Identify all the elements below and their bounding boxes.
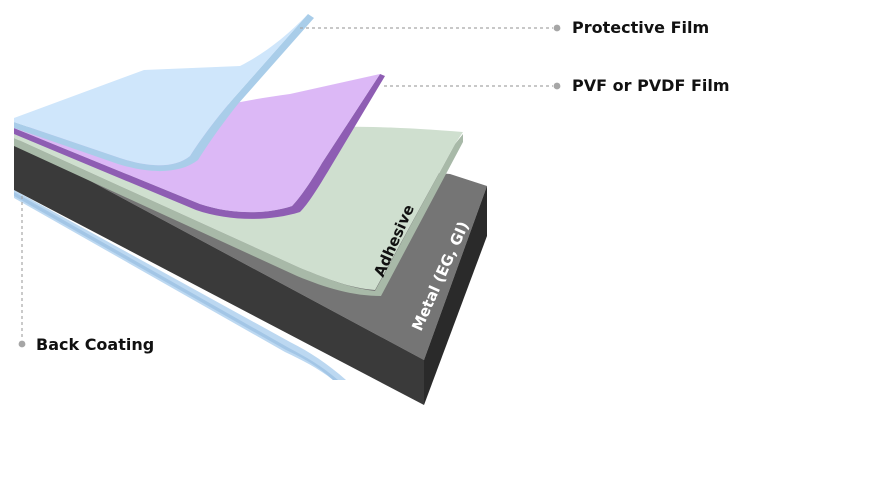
- back-coating-label: Back Coating: [36, 335, 154, 354]
- protective-film-label: Protective Film: [572, 18, 709, 37]
- back-coating-edge: [14, 192, 338, 380]
- pvf-film-label: PVF or PVDF Film: [572, 76, 730, 95]
- leader-protective-film: [300, 24, 561, 32]
- metal-side-face: [424, 186, 487, 405]
- back-coating-sheet: [14, 190, 346, 380]
- back-coating-layer: [14, 190, 346, 380]
- leader-pvf-film: [384, 82, 561, 90]
- protective-film-layer: [14, 14, 314, 172]
- leader-back-coating: [18, 196, 26, 348]
- metal-front-face: [14, 140, 424, 405]
- protective-film-sheet: [14, 14, 308, 166]
